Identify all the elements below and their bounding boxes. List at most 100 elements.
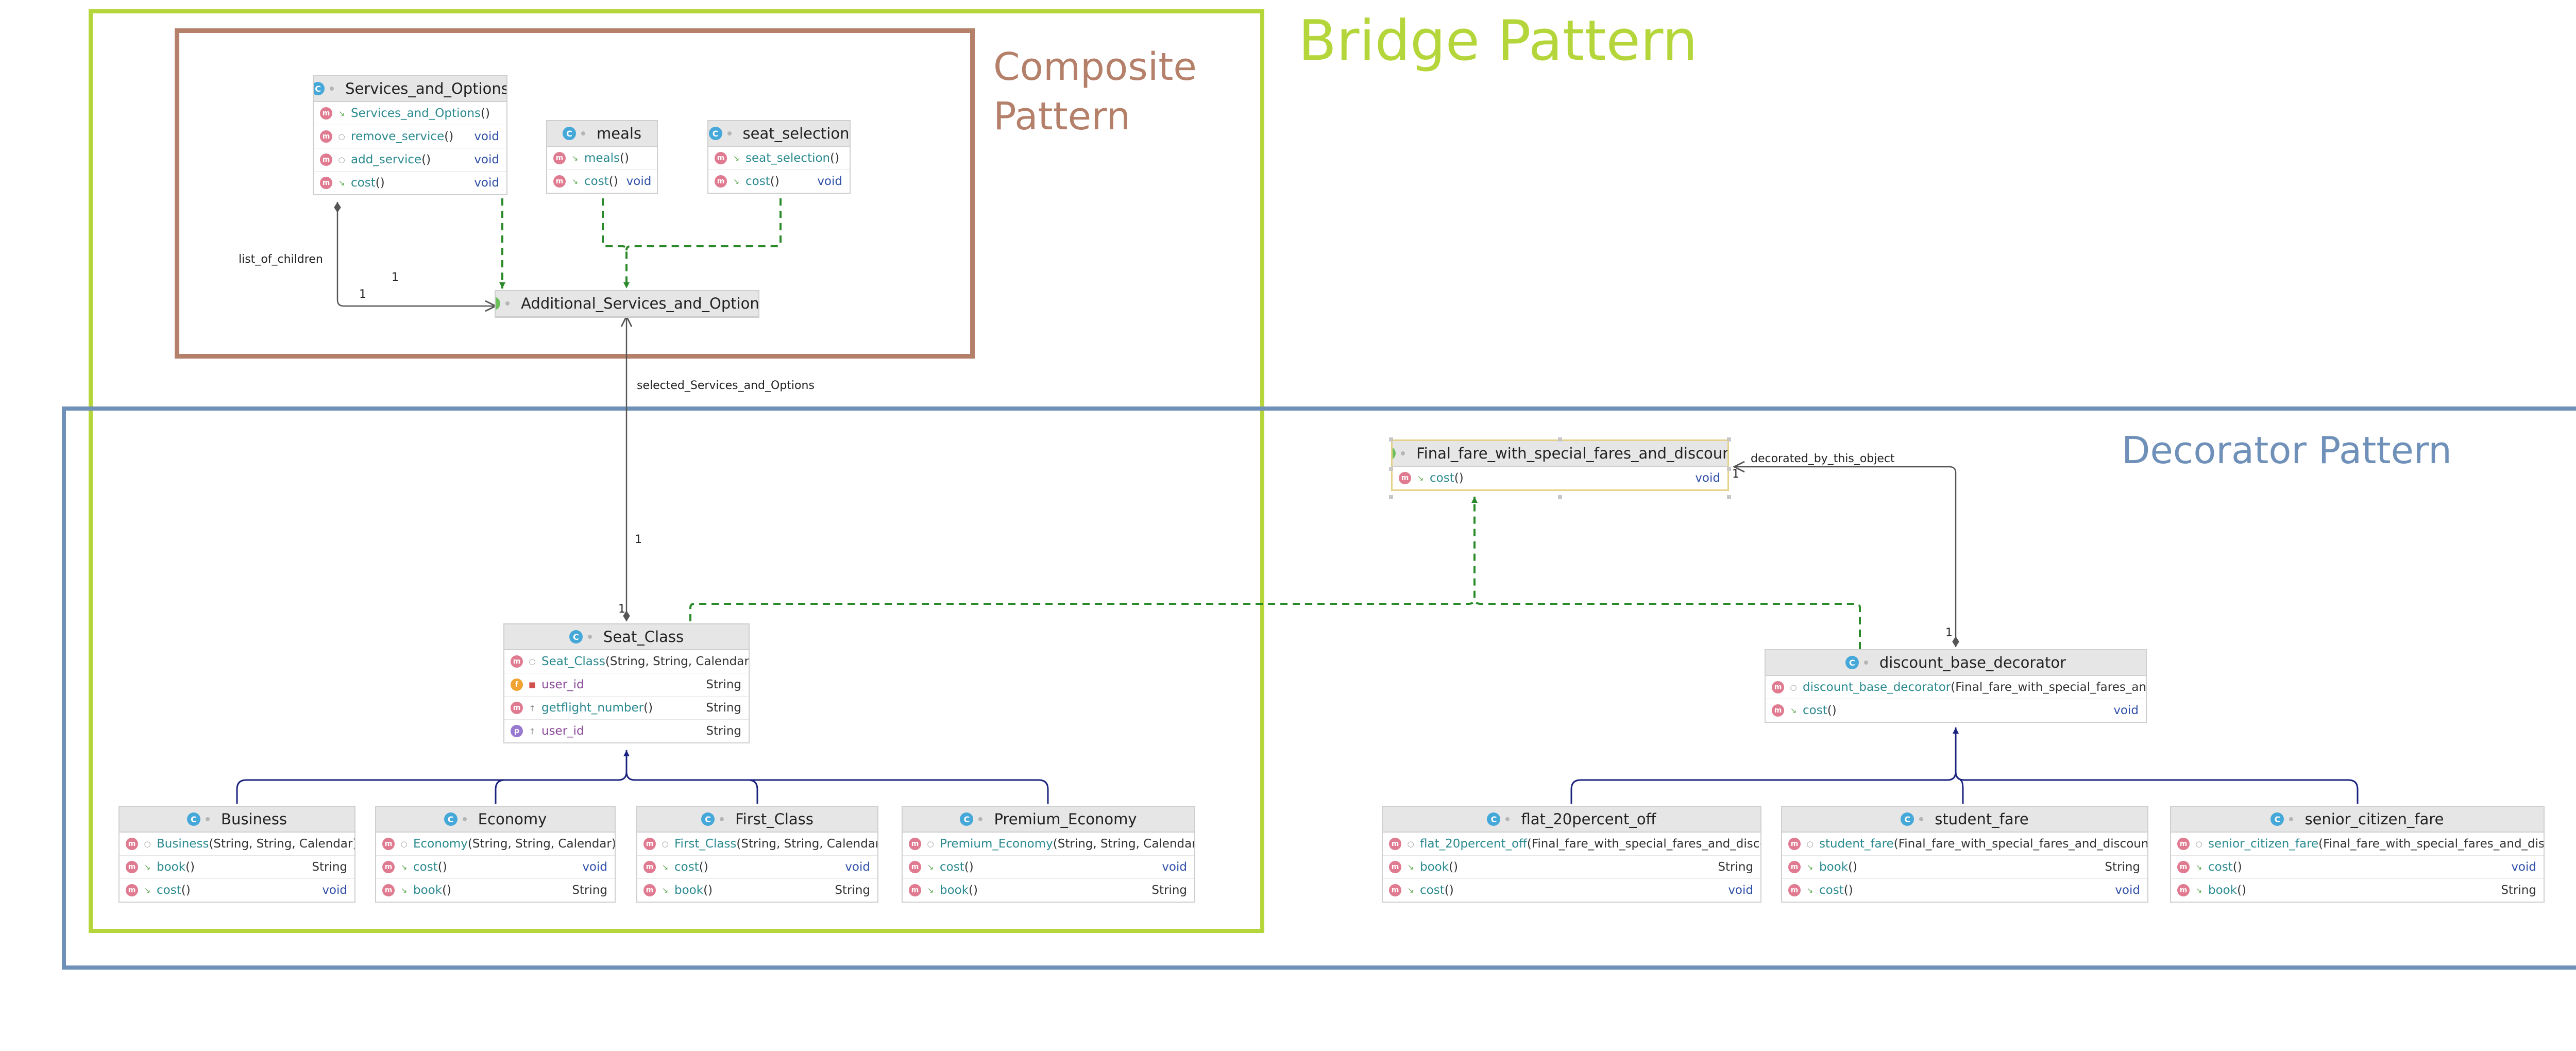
interface-icon: I xyxy=(1393,447,1396,460)
member-row[interactable]: m↘book()String xyxy=(1383,856,1760,879)
member-row[interactable]: m↘cost()void xyxy=(314,172,506,194)
selection-handle[interactable] xyxy=(1558,495,1562,499)
member-row[interactable]: m↘cost()void xyxy=(1782,879,2147,902)
selection-handle[interactable] xyxy=(1727,495,1731,499)
member-row[interactable]: m○First_Class(String, String, Calendar) xyxy=(637,833,877,856)
composite-title-line1: Composite xyxy=(993,45,1197,89)
member-name: cost xyxy=(1420,884,1445,897)
method-icon: m xyxy=(126,861,138,873)
selection-handle[interactable] xyxy=(1727,467,1731,471)
public-visibility-icon: ↘ xyxy=(1806,862,1814,872)
member-row[interactable]: m○flat_20percent_off(Final_fare_with_spe… xyxy=(1383,833,1760,856)
member-row[interactable]: m○Economy(String, String, Calendar) xyxy=(376,833,615,856)
static-visibility-icon: † xyxy=(530,703,534,713)
class-icon: C xyxy=(1487,812,1501,826)
class-name: Additional_Services_and_Options xyxy=(521,295,758,312)
public-visibility-icon: ↘ xyxy=(1417,473,1424,483)
member-params: (Final_fare_with_special_fares_and_dis xyxy=(1951,681,2146,694)
member-row[interactable]: m↘Services_and_Options() xyxy=(314,102,506,125)
member-row[interactable]: m↘book()String xyxy=(376,879,615,902)
bridge-pattern-title: Bridge Pattern xyxy=(1298,9,1698,73)
member-row[interactable]: m○add_service()void xyxy=(314,148,506,172)
label-selected-mult-a: 1 xyxy=(635,533,642,546)
class-icon: C xyxy=(314,82,325,95)
member-row[interactable]: m↘cost()void xyxy=(2171,856,2544,879)
class-icon: C xyxy=(2270,812,2284,826)
member-row[interactable]: m↘cost()void xyxy=(1383,879,1760,902)
class-header[interactable]: C Services_and_Options xyxy=(314,76,506,102)
member-row[interactable]: m○senior_citizen_fare(Final_fare_with_sp… xyxy=(2171,833,2544,856)
member-row[interactable]: m↘cost()void xyxy=(376,856,615,879)
member-type: String xyxy=(1718,860,1753,874)
member-row[interactable]: m○Business(String, String, Calendar) xyxy=(120,833,354,856)
member-params: () xyxy=(181,884,191,897)
member-name: cost xyxy=(674,860,699,874)
member-row[interactable]: m○discount_base_decorator(Final_fare_wit… xyxy=(1766,676,2146,699)
member-row[interactable]: m○student_fare(Final_fare_with_special_f… xyxy=(1782,833,2147,856)
member-row[interactable]: m○remove_service()void xyxy=(314,125,506,148)
member-params: () xyxy=(444,130,454,143)
member-row[interactable]: m↘cost()void xyxy=(903,856,1194,879)
class-services-and-options[interactable]: C Services_and_Options m↘Services_and_Opti… xyxy=(313,75,507,195)
method-icon: m xyxy=(511,655,523,668)
selection-handle[interactable] xyxy=(1389,495,1393,499)
member-row[interactable]: m↘book()String xyxy=(1782,856,2147,879)
member-row[interactable]: m↘cost()void xyxy=(120,879,354,902)
member-row[interactable]: m↘meals() xyxy=(547,147,657,170)
interface-final-fare-with-special-fares-and-discount[interactable]: IFinal_fare_with_special_fares_and_disco… xyxy=(1391,439,1729,491)
member-row[interactable]: m↘book()String xyxy=(120,856,354,879)
member-params: () xyxy=(1848,860,1858,874)
selection-handle[interactable] xyxy=(1558,437,1562,442)
member-row[interactable]: m↘cost()void xyxy=(708,170,850,193)
public-visibility-icon: ↘ xyxy=(144,862,151,872)
class-header[interactable]: IFinal_fare_with_special_fares_and_disco… xyxy=(1393,441,1727,467)
member-row[interactable]: m↘seat_selection() xyxy=(708,147,850,170)
member-row[interactable]: m○Seat_Class(String, String, Calendar) xyxy=(504,650,749,673)
member-row[interactable]: m↘book()String xyxy=(2171,879,2544,902)
member-row[interactable]: m↘cost()void xyxy=(547,170,657,193)
member-row[interactable]: m↘cost()void xyxy=(637,856,877,879)
package-visibility-icon: ○ xyxy=(1790,683,1797,692)
member-params: () xyxy=(620,151,629,165)
class-name: Services_and_Options xyxy=(345,80,506,97)
member-row[interactable]: m↘book()String xyxy=(637,879,877,902)
member-params: () xyxy=(2232,860,2242,874)
member-params: () xyxy=(185,860,195,874)
method-icon: m xyxy=(382,861,395,873)
member-row[interactable]: m↘cost()void xyxy=(1766,699,2146,722)
class-header[interactable]: IAdditional_Services_and_Options xyxy=(496,291,758,317)
realization-decorator-to-final-fare xyxy=(1473,598,1861,649)
member-row[interactable]: m†getflight_number()String xyxy=(504,697,749,720)
selection-handle[interactable] xyxy=(1389,467,1393,471)
member-row[interactable]: m○Premium_Economy(String, String, Calend… xyxy=(903,833,1194,856)
selection-handle[interactable] xyxy=(1389,437,1393,442)
member-row[interactable]: m↘cost()void xyxy=(1393,467,1727,489)
selection-handle[interactable] xyxy=(1727,437,1731,442)
interface-additional-services-and-options[interactable]: IAdditional_Services_and_Options xyxy=(495,290,759,318)
member-row[interactable]: m↘book()String xyxy=(903,879,1194,902)
